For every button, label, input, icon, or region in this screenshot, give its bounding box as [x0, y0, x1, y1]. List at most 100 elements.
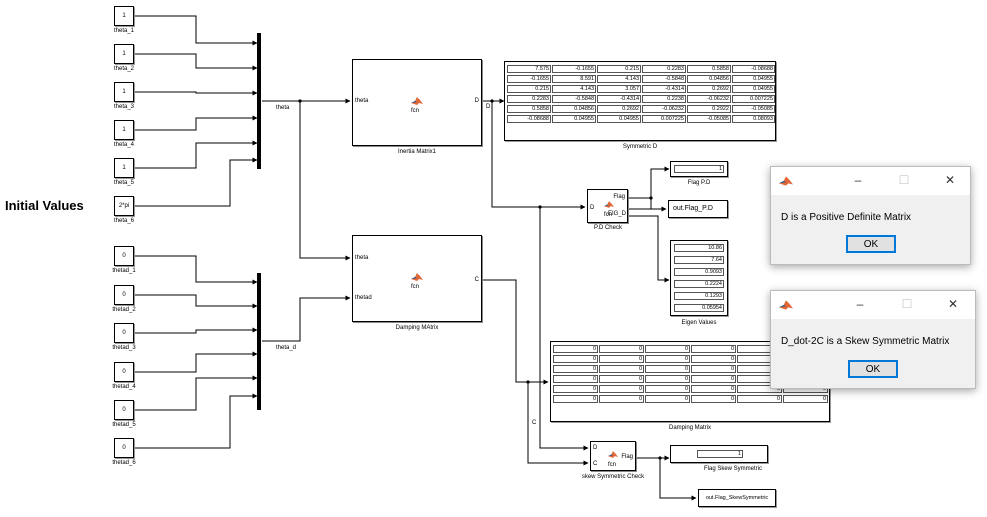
display-cell: 0 [553, 385, 598, 393]
ok-button[interactable]: OK [848, 360, 898, 378]
display-cell: 0.2692 [597, 105, 641, 113]
display-cell: 0.2283 [642, 65, 686, 73]
signal-label-theta-d: theta_d [276, 345, 297, 351]
constant-thetad-2[interactable]: 0 [114, 285, 134, 305]
damping-matrix-label: Damping Matrix [668, 425, 712, 431]
constant-thetad-1[interactable]: 0 [114, 246, 134, 266]
port-label: EIG_D [607, 211, 626, 217]
ok-button[interactable]: OK [846, 235, 896, 253]
constant-label: theta_2 [113, 66, 135, 72]
display-cell: 0 [737, 385, 782, 393]
display-cell: 0 [783, 395, 828, 403]
display-cell: -0.08688 [507, 115, 551, 123]
flag-skew-label: Flag Skew Symmetric [703, 466, 763, 472]
maximize-icon[interactable]: ☐ [898, 173, 910, 187]
flag-pd-display[interactable]: 1 [670, 161, 728, 177]
display-cell: 0 [691, 395, 736, 403]
minimize-icon[interactable]: – [856, 297, 864, 311]
display-cell: 0 [599, 355, 644, 363]
display-cell: 4.143 [597, 75, 641, 83]
signal-label-theta: theta [276, 105, 290, 111]
display-cell: 0.007225 [642, 115, 686, 123]
fcn-text: fcn [604, 212, 613, 218]
symmetric-d-label: Symmetric D [622, 144, 658, 150]
constant-label: theta_3 [113, 104, 135, 110]
display-cell: 0.04955 [597, 115, 641, 123]
display-cell: -0.1655 [507, 75, 551, 83]
to-workspace-flag-pd[interactable]: out.Flag_P.D [668, 200, 728, 218]
display-cell: 0 [599, 365, 644, 373]
constant-thetad-5[interactable]: 0 [114, 400, 134, 420]
minimize-icon[interactable]: – [854, 173, 862, 187]
display-cell: 0 [599, 395, 644, 403]
constant-thetad-6[interactable]: 0 [114, 438, 134, 458]
mux-theta[interactable] [257, 33, 261, 169]
skew-message-dialog: – ☐ ✕ D_dot-2C is a Skew Symmetric Matri… [770, 290, 976, 389]
display-cell: -0.1655 [552, 65, 596, 73]
display-cell: 0.2224 [674, 280, 724, 288]
initial-values-annotation: Initial Values [5, 198, 84, 213]
matlab-function-icon [411, 273, 423, 281]
skew-symmetric-check-block[interactable]: D C Flag fcn [590, 441, 636, 471]
display-cell: 0.05954 [674, 304, 724, 312]
constant-label: thetad_3 [112, 345, 136, 351]
constant-theta-6[interactable]: 2*pi [114, 196, 134, 216]
flag-skew-display[interactable]: 1 [670, 445, 768, 463]
constant-theta-5[interactable]: 1 [114, 158, 134, 178]
display-cell: 0 [553, 355, 598, 363]
display-cell: -0.05085 [687, 115, 731, 123]
matlab-icon [779, 300, 793, 310]
display-cell: 0 [553, 345, 598, 353]
dialog-title-bar[interactable]: – ☐ ✕ [771, 167, 970, 195]
constant-thetad-4[interactable]: 0 [114, 362, 134, 382]
display-cell: 0 [645, 375, 690, 383]
display-cell: 7.575 [507, 65, 551, 73]
display-cell: 0 [645, 355, 690, 363]
port-label: C [474, 277, 479, 283]
constant-label: thetad_1 [112, 268, 136, 274]
maximize-icon[interactable]: ☐ [901, 297, 913, 311]
constant-theta-1[interactable]: 1 [114, 6, 134, 26]
close-icon[interactable]: ✕ [944, 173, 956, 187]
symmetric-d-display[interactable]: 7.575 -0.1655 0.215 0.2283 0.5858 -0.086… [504, 61, 776, 141]
pd-check-block[interactable]: D Flag EIG_D fcn [587, 189, 628, 223]
display-cell: 8.591 [552, 75, 596, 83]
to-workspace-flag-skew[interactable]: out.Flag_SkewSymmetric [698, 489, 776, 507]
dialog-title-bar[interactable]: – ☐ ✕ [771, 291, 975, 319]
display-cell: 0 [691, 355, 736, 363]
constant-label: theta_5 [113, 180, 135, 186]
display-cell: 4.143 [552, 85, 596, 93]
constant-thetad-3[interactable]: 0 [114, 323, 134, 343]
port-label: thetad [355, 295, 372, 301]
inertia-matrix-block[interactable]: theta D fcn [352, 59, 482, 146]
display-cell: 0 [645, 395, 690, 403]
display-cell: 0.215 [507, 85, 551, 93]
dialog-body: D_dot-2C is a Skew Symmetric Matrix OK [771, 319, 975, 388]
constant-theta-4[interactable]: 1 [114, 120, 134, 140]
display-cell: -0.4314 [597, 95, 641, 103]
constant-theta-2[interactable]: 1 [114, 44, 134, 64]
constant-label: thetad_6 [112, 460, 136, 466]
pd-check-label: P.D Check [594, 225, 622, 231]
display-cell: 0.2692 [687, 85, 731, 93]
fcn-text: fcn [411, 108, 420, 114]
port-label: D [474, 98, 479, 104]
constant-theta-3[interactable]: 1 [114, 82, 134, 102]
display-cell: 0 [599, 385, 644, 393]
inertia-matrix-label: Inertia Matrix1 [397, 149, 437, 155]
eigen-values-label: Eigen Values [681, 320, 717, 326]
display-cell: 0 [553, 395, 598, 403]
display-cell: 0 [553, 365, 598, 373]
eigen-values-display[interactable]: 10.86 7.64 0.9093 0.2224 0.1293 0.05954 [670, 240, 728, 316]
fcn-text: fcn [411, 284, 420, 290]
flag-pd-label: Flag P.D [687, 180, 711, 186]
damping-matrix-block[interactable]: theta thetad C fcn [352, 235, 482, 322]
display-cell: -0.4314 [642, 85, 686, 93]
dialog-body: D is a Positive Definite Matrix OK [771, 195, 970, 264]
display-cell: 0.04955 [732, 75, 775, 83]
display-cell: 0 [645, 345, 690, 353]
close-icon[interactable]: ✕ [947, 297, 959, 311]
mux-theta-d[interactable] [257, 273, 261, 410]
constant-label: thetad_4 [112, 384, 136, 390]
constant-label: theta_1 [113, 28, 135, 34]
